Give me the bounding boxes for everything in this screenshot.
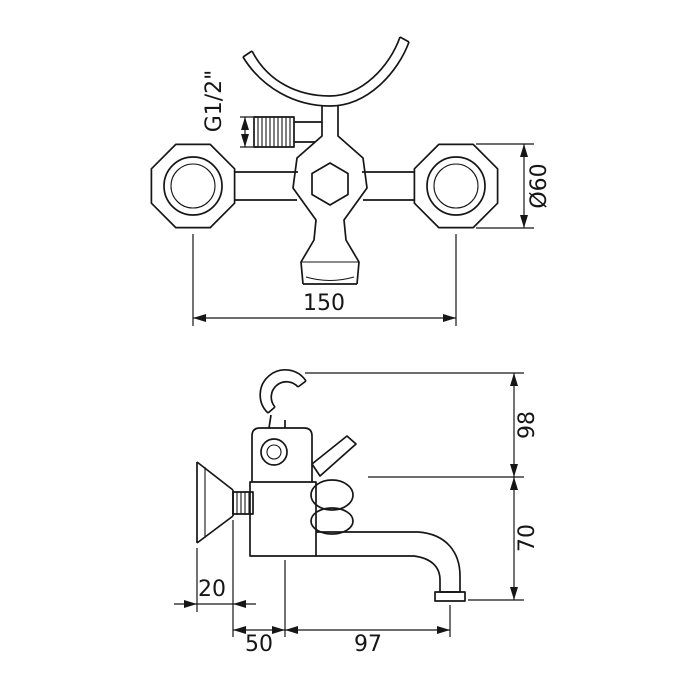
offset-50-label: 50: [245, 632, 273, 657]
side-view: 98 70 20 50 97: [174, 368, 540, 657]
diverter-button: [266, 444, 282, 460]
diverter-ring: [260, 438, 288, 466]
front-view: G1/2" Ø60 150: [150, 36, 552, 326]
dimension-spout-reach: 97: [285, 605, 451, 657]
connection-arms: [234, 171, 414, 201]
thread-hatch: [257, 117, 291, 147]
reach-97-label: 97: [354, 632, 382, 657]
handle-left: [150, 143, 236, 229]
thread-nipple-side: [232, 491, 254, 515]
dimension-handle-diameter: Ø60: [476, 143, 552, 229]
dimension-wall-offset: 50: [233, 560, 286, 657]
dimension-upper-height: 98: [305, 372, 540, 478]
thread-nipple-front: [253, 116, 322, 148]
height-70-label: 70: [515, 524, 540, 552]
handle-cap-side: [310, 479, 354, 535]
dimension-lower-height: 70: [468, 477, 540, 601]
spout-side: [316, 531, 466, 602]
diameter-dimension-label: Ø60: [527, 163, 552, 208]
handle-lever-side: [311, 435, 357, 477]
shower-cradle-front: [242, 36, 410, 107]
body-lower-side: [249, 481, 317, 557]
dimension-thread: G1/2": [202, 70, 258, 148]
thread-size-label: G1/2": [202, 70, 227, 133]
width-dimension-label: 150: [303, 291, 345, 316]
aerator: [434, 591, 466, 602]
shower-cradle-side: [259, 368, 307, 429]
body-upper-side: [251, 427, 313, 482]
wall-escutcheon: [196, 461, 234, 544]
height-98-label: 98: [515, 411, 540, 439]
dimension-handle-spacing: 150: [192, 234, 457, 326]
dimension-escutcheon-depth: 20: [174, 520, 256, 637]
handle-right: [413, 143, 499, 229]
depth-20-label: 20: [198, 577, 226, 602]
faucet-body-front: [292, 106, 368, 285]
body-hex-nut: [311, 162, 349, 206]
